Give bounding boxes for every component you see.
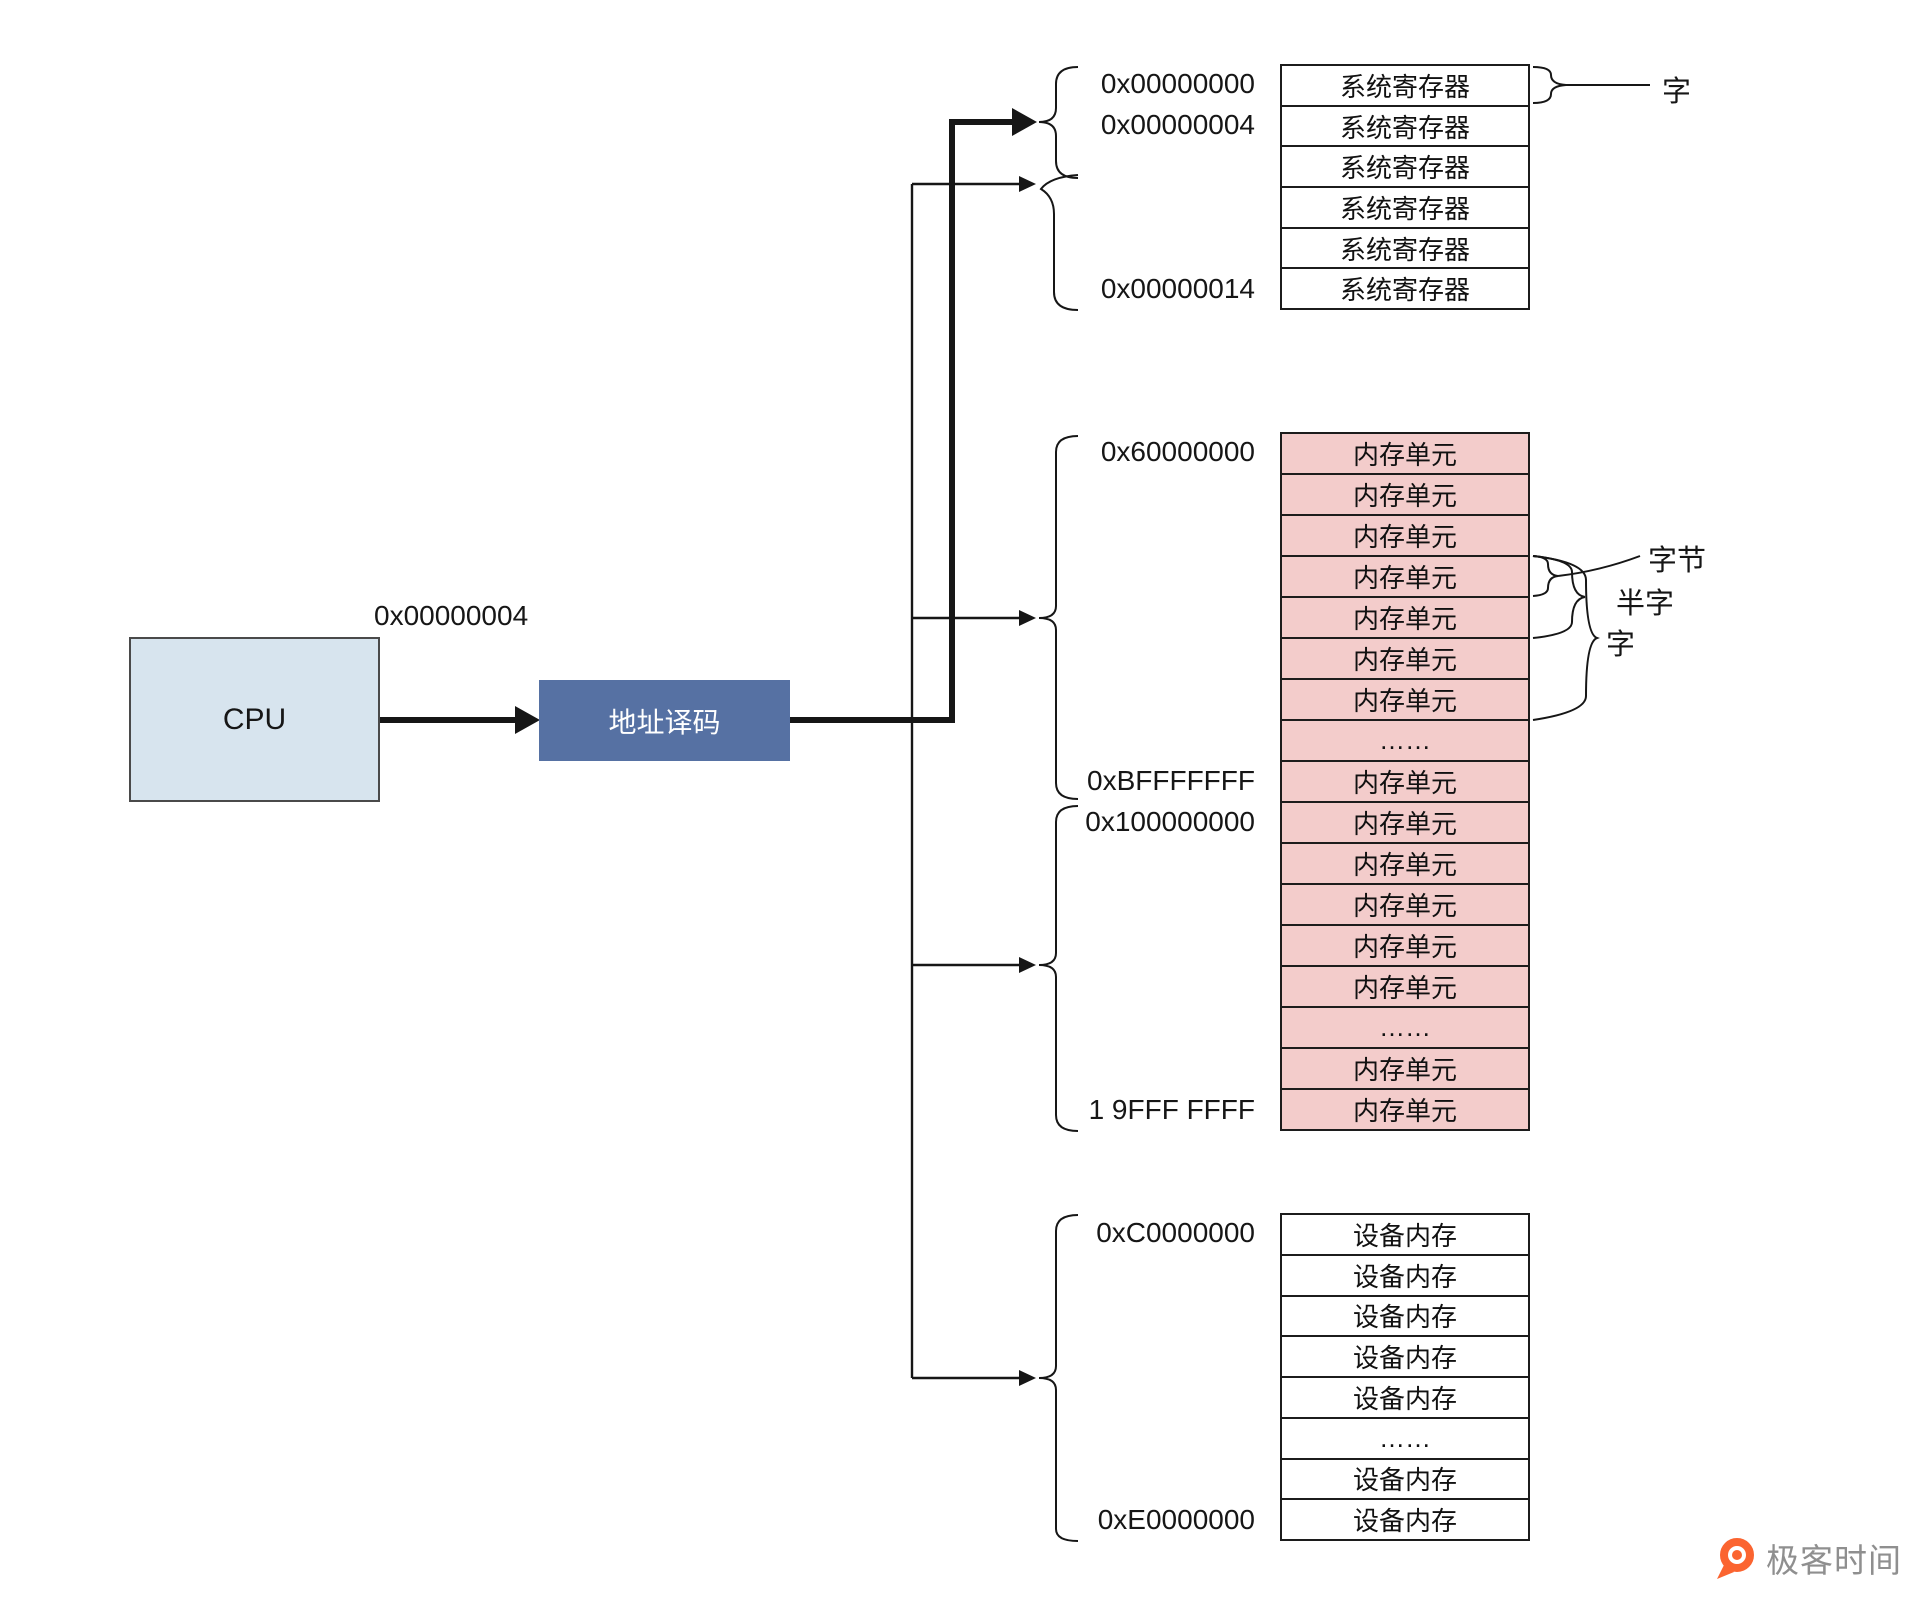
memory-cell: 内存单元 (1282, 842, 1528, 883)
brace-halfword (1532, 555, 1586, 639)
cpu-label: CPU (222, 702, 287, 736)
memory-cell: 内存单元 (1282, 434, 1528, 473)
brace-word-mid (1532, 555, 1600, 721)
device-memory-cell: 设备内存 (1282, 1215, 1528, 1254)
memory-cell: 内存单元 (1282, 1088, 1528, 1129)
register-cell: 系统寄存器 (1282, 104, 1528, 146)
brace-memory-high-region (1038, 805, 1079, 1132)
halfword-label: 半字 (1616, 588, 1675, 620)
memory-cell: 内存单元 (1282, 965, 1528, 1006)
register-cell: 系统寄存器 (1282, 145, 1528, 187)
branch-memory-high-arrowhead (1019, 957, 1036, 973)
address-decoder-label: 地址译码 (608, 706, 721, 738)
device-memory-cell: 设备内存 (1282, 1335, 1528, 1376)
memory-cell: 内存单元 (1282, 555, 1528, 596)
memory-cell: 内存单元 (1282, 473, 1528, 514)
memory-cell: 内存单元 (1282, 637, 1528, 678)
memory-cell: 内存单元 (1282, 514, 1528, 555)
memory-cell: …… (1282, 719, 1528, 760)
device-memory-cell: …… (1282, 1416, 1528, 1458)
bus-address-label: 0x00000004 (374, 600, 529, 631)
brace-memory-low-region (1038, 435, 1079, 800)
device-end-address: 0xE0000000 (1097, 1504, 1255, 1535)
word-label-mid: 字 (1606, 629, 1636, 661)
register-cell: 系统寄存器 (1282, 186, 1528, 227)
memory-cell: 内存单元 (1282, 1047, 1528, 1088)
memory-cell: 内存单元 (1282, 924, 1528, 965)
memory-high-start-address: 0x100000000 (1085, 806, 1255, 837)
brace-byte (1532, 555, 1559, 597)
register-start-address: 0x00000000 (1100, 68, 1255, 99)
register-second-address: 0x00000004 (1100, 109, 1255, 140)
memory-cell: 内存单元 (1282, 883, 1528, 924)
address-decoder-box: 地址译码 (539, 680, 790, 761)
device-memory-cell: 设备内存 (1282, 1253, 1528, 1295)
device-memory-cell: 设备内存 (1282, 1376, 1528, 1417)
branch-device-arrowhead (1019, 1370, 1036, 1386)
device-memory-cell: 设备内存 (1282, 1457, 1528, 1499)
register-end-address: 0x00000014 (1100, 273, 1255, 304)
brace-register-word (1038, 66, 1079, 179)
device-memory-table: 设备内存设备内存设备内存设备内存设备内存……设备内存设备内存 (1280, 1213, 1530, 1541)
byte-label-connector (1557, 555, 1641, 577)
branch-registers-arrowhead (1019, 176, 1036, 192)
memory-cell: …… (1282, 1006, 1528, 1047)
device-memory-cell: 设备内存 (1282, 1498, 1528, 1539)
cpu-box: CPU (129, 637, 380, 802)
memory-end-address: 1 9FFF FFFF (1088, 1094, 1255, 1125)
branch-memory-low-arrowhead (1019, 610, 1036, 626)
register-cell: 系统寄存器 (1282, 226, 1528, 268)
brand-footer: 极客时间 (1712, 1534, 1902, 1582)
memory-cell: 内存单元 (1282, 596, 1528, 637)
brace-word-top (1532, 66, 1567, 104)
brace-register-region (1039, 174, 1079, 311)
word-label-top: 字 (1662, 76, 1692, 108)
register-cell: 系统寄存器 (1282, 267, 1528, 309)
memory-start-address: 0x60000000 (1100, 436, 1255, 467)
byte-label: 字节 (1648, 545, 1707, 577)
memory-cell: 内存单元 (1282, 801, 1528, 842)
memory-low-end-address: 0xBFFFFFFF (1087, 765, 1255, 796)
device-memory-cell: 设备内存 (1282, 1294, 1528, 1336)
brand-name: 极客时间 (1766, 1542, 1902, 1579)
memory-cell: 内存单元 (1282, 760, 1528, 801)
brace-device-region (1038, 1214, 1079, 1542)
device-start-address: 0xC0000000 (1096, 1217, 1255, 1248)
memory-cell: 内存单元 (1282, 678, 1528, 719)
register-cell: 系统寄存器 (1282, 66, 1528, 105)
cpu-to-decoder-arrowhead (515, 706, 540, 734)
register-table: 系统寄存器系统寄存器系统寄存器系统寄存器系统寄存器系统寄存器 (1280, 64, 1530, 310)
decoder-output-line (790, 119, 1012, 723)
decoder-output-arrowhead (1012, 108, 1037, 136)
geektime-logo-icon (1717, 1538, 1754, 1579)
memory-table: 内存单元内存单元内存单元内存单元内存单元内存单元内存单元……内存单元内存单元内存… (1280, 432, 1530, 1131)
